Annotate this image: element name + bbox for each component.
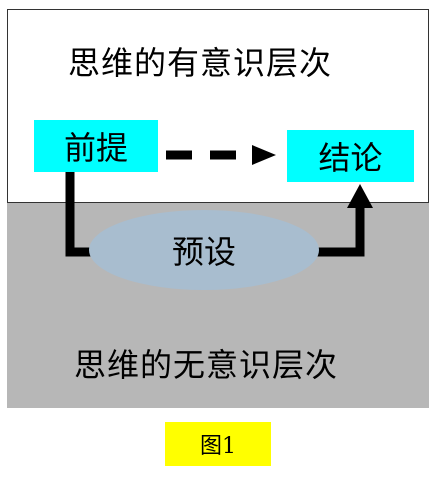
presupposition-label: 预设: [171, 233, 236, 271]
conscious-layer-title: 思维的有意识层次: [68, 44, 333, 82]
premise-box: 前提: [34, 120, 158, 172]
conclusion-label: 结论: [318, 139, 383, 177]
figure-caption-label: 图1: [200, 434, 236, 459]
premise-label: 前提: [63, 129, 128, 167]
presupposition-ellipse: 预设: [89, 210, 319, 290]
conclusion-box: 结论: [287, 130, 414, 182]
dashed-arrowhead: [252, 145, 276, 165]
unconscious-layer-title: 思维的无意识层次: [74, 346, 339, 384]
solid-arrowhead: [347, 184, 373, 208]
figure-caption: 图1: [165, 422, 271, 466]
